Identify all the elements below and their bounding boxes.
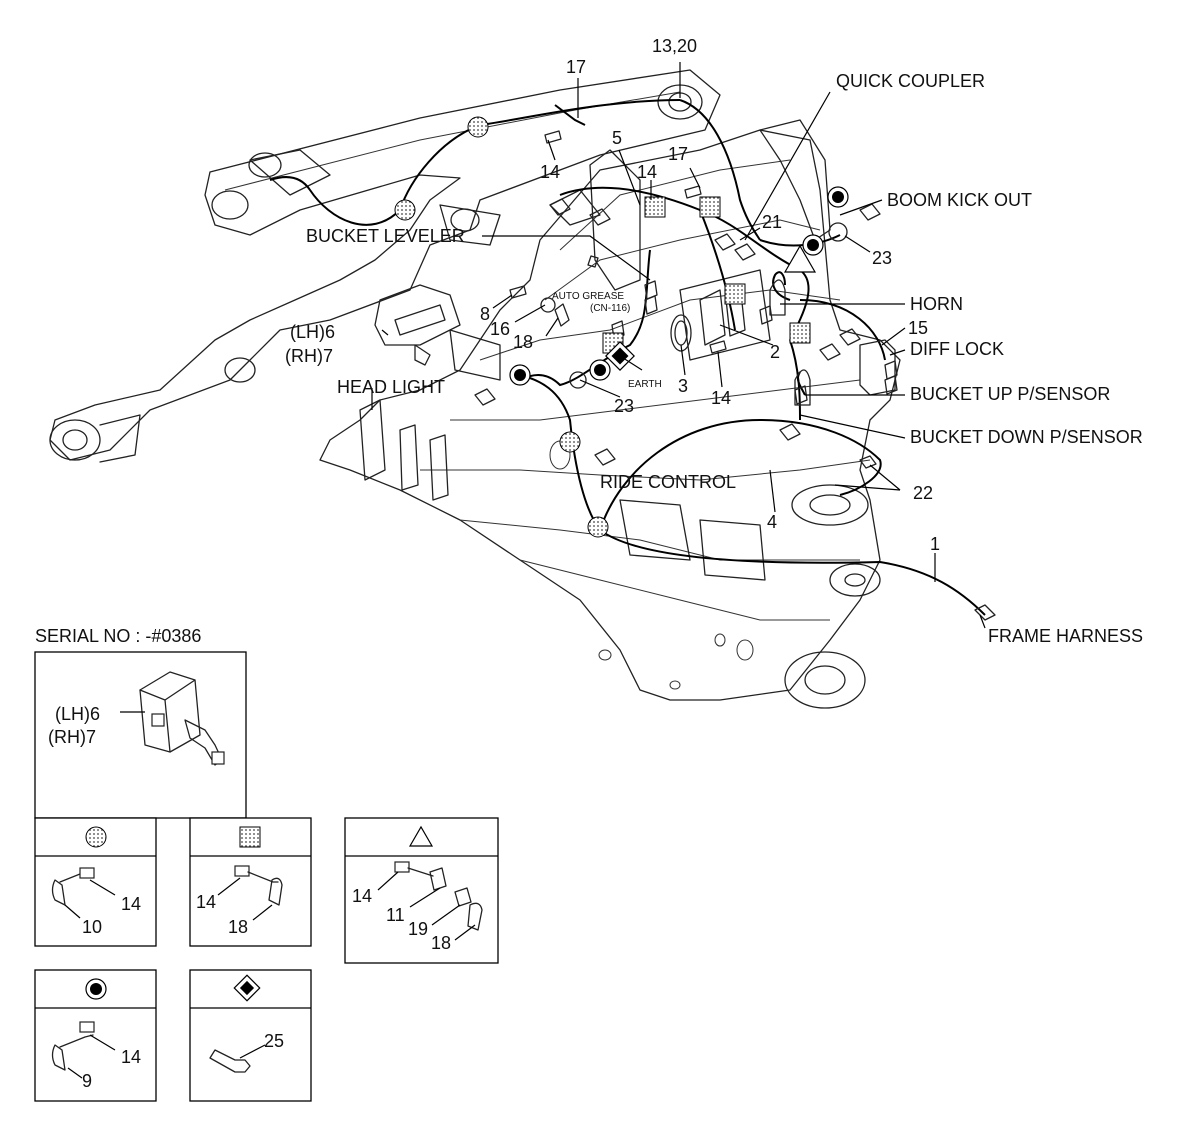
label-bucket-leveler: BUCKET LEVELER: [306, 226, 465, 246]
label-bucket-up-sensor: BUCKET UP P/SENSOR: [910, 384, 1110, 404]
callout-18: 18: [513, 332, 533, 352]
dotted-square-icon: [239, 826, 261, 848]
legend-dotted-square: 14 18: [189, 817, 312, 947]
callout-17b: 17: [668, 144, 688, 164]
dotted-circle-marker: [559, 431, 581, 453]
callout-13-20: 13,20: [652, 36, 697, 56]
callout-2: 2: [770, 342, 780, 362]
callout-15: 15: [908, 318, 928, 338]
label-auto-grease: AUTO GREASE: [552, 291, 624, 302]
legend-dotted-circle: 14 10: [34, 817, 157, 947]
label-boom-kick-out: BOOM KICK OUT: [887, 190, 1032, 210]
label-lh6: (LH)6: [290, 322, 335, 342]
connector-plugs: [374, 130, 996, 621]
serial-title: SERIAL NO : -#0386: [35, 626, 201, 646]
callout-8: 8: [480, 304, 490, 324]
label-earth: EARTH: [628, 379, 662, 390]
label-ride-control: RIDE CONTROL: [600, 472, 736, 492]
legend-num: 14: [121, 1047, 141, 1067]
label-diff-lock: DIFF LOCK: [910, 339, 1004, 359]
dotted-circle-marker: [587, 516, 609, 538]
dotted-circle-icon: [85, 826, 107, 848]
callout-22: 22: [913, 483, 933, 503]
legend-black-circle: 14 9: [34, 969, 157, 1102]
leader-lines: [371, 62, 986, 629]
legend-num: 14: [352, 886, 372, 906]
dotted-square-marker: [724, 283, 746, 305]
callout-14b: 14: [637, 162, 657, 182]
serial-lh6: (LH)6: [55, 704, 100, 724]
label-head-light: HEAD LIGHT: [337, 377, 445, 397]
label-bucket-down-sensor: BUCKET DOWN P/SENSOR: [910, 427, 1143, 447]
callout-labels: 13,20 QUICK COUPLER 17 17 5 14 14 21 BOO…: [285, 36, 1143, 646]
black-dot-marker: [509, 186, 849, 386]
triangle-marker: [783, 244, 817, 273]
label-rh7: (RH)7: [285, 346, 333, 366]
callout-17a: 17: [566, 57, 586, 77]
legend-num: 18: [228, 917, 248, 937]
label-horn: HORN: [910, 294, 963, 314]
clamp-markers: [394, 116, 849, 538]
triangle-icon: [408, 825, 434, 847]
legend-diamond: 25: [189, 969, 312, 1102]
callout-3: 3: [678, 376, 688, 396]
callout-5: 5: [612, 128, 622, 148]
legend-num: 19: [408, 919, 428, 939]
legend-num: 10: [82, 917, 102, 937]
legend-num: 25: [264, 1031, 284, 1051]
callout-23a: 23: [872, 248, 892, 268]
legend-triangle: 14 11 19 18: [344, 817, 499, 964]
legend-num: 11: [386, 905, 405, 925]
serial-inset: SERIAL NO : -#0386 (LH)6 (RH)7: [34, 626, 247, 819]
callout-23b: 23: [614, 396, 634, 416]
machine-frame-drawing: [49, 69, 901, 709]
label-quick-coupler: QUICK COUPLER: [836, 71, 985, 91]
callout-14c: 14: [711, 388, 731, 408]
dotted-circle-marker: [467, 116, 489, 138]
legend-num: 14: [121, 894, 141, 914]
legend-num: 14: [196, 892, 216, 912]
label-cn-116: (CN-116): [590, 303, 630, 314]
callout-16: 16: [490, 319, 510, 339]
callout-4: 4: [767, 512, 777, 532]
dotted-square-marker: [699, 196, 721, 218]
callout-1: 1: [930, 534, 940, 554]
serial-rh7: (RH)7: [48, 727, 96, 747]
callout-14a: 14: [540, 162, 560, 182]
dotted-square-marker: [789, 322, 811, 344]
callout-21: 21: [762, 212, 782, 232]
legend-num: 9: [82, 1071, 92, 1091]
label-frame-harness: FRAME HARNESS: [988, 626, 1143, 646]
serial-inset-box: [34, 651, 247, 819]
dotted-circle-marker: [394, 199, 416, 221]
dotted-square-marker: [644, 196, 666, 218]
legend-num: 18: [431, 933, 451, 953]
